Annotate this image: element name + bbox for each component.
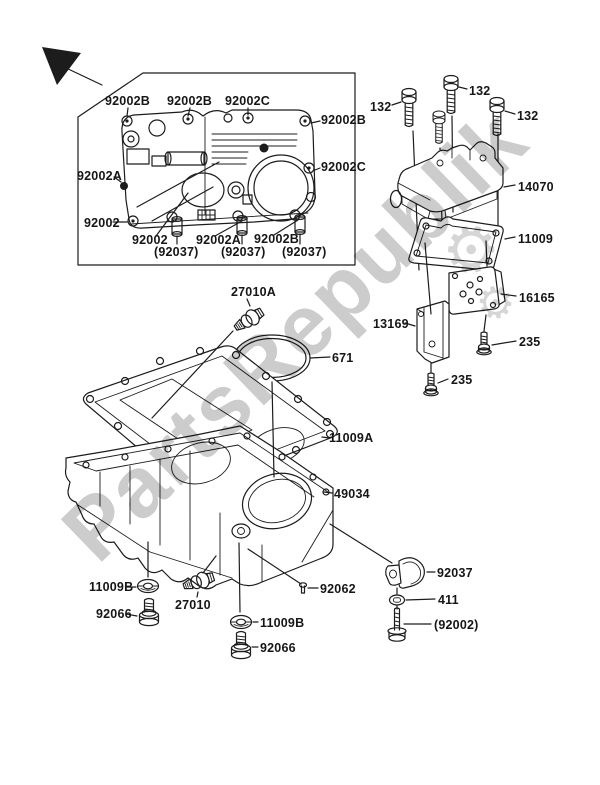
part-label-11009b-1: 11009B xyxy=(89,580,134,594)
bolt-92002-drawing xyxy=(387,607,407,642)
part-label-92037-3: (92037) xyxy=(282,245,327,259)
part-label-411: 411 xyxy=(438,593,459,607)
breather-cover-drawing xyxy=(112,107,321,245)
oil-pan-49034-drawing xyxy=(64,425,334,590)
label-leader-ticks xyxy=(125,86,517,648)
part-label-14070: 14070 xyxy=(518,180,554,194)
breather-gasket-11009-drawing xyxy=(408,216,504,271)
part-label-132-1: 132 xyxy=(370,100,392,114)
part-label-671: 671 xyxy=(332,351,354,365)
part-label-92002-2: 92002 xyxy=(132,233,168,247)
part-label-16165: 16165 xyxy=(519,291,555,305)
part-label-11009: 11009 xyxy=(518,232,554,246)
breather-valve-16165-drawing xyxy=(448,266,506,315)
part-label-13169: 13169 xyxy=(373,317,409,331)
part-label-92062: 92062 xyxy=(320,582,356,596)
part-label-235-2: 235 xyxy=(451,373,473,387)
washer-11009b-center-drawing xyxy=(229,614,253,630)
part-label-92002c-1: 92002C xyxy=(225,94,270,108)
inset-leader-lines xyxy=(112,107,321,245)
part-label-92002b-2: 92002B xyxy=(167,94,212,108)
part-label-11009a: 11009A xyxy=(329,431,374,445)
washer-411-drawing xyxy=(388,594,406,606)
plug-92066-left-drawing xyxy=(138,597,160,627)
part-label-92002b-1: 92002B xyxy=(105,94,150,108)
part-label-27010: 27010 xyxy=(175,598,211,612)
part-label-92002a-1: 92002A xyxy=(77,169,122,183)
clutch-opening-circle xyxy=(247,154,315,222)
bracket-13169-drawing xyxy=(416,300,450,364)
part-label-92002b-4: 92002B xyxy=(254,232,299,246)
part-label-92002a-2: 92002A xyxy=(196,233,241,247)
assembly-lines xyxy=(147,298,398,613)
part-label-92002b-3: 92002B xyxy=(321,113,366,127)
washer-11009b-left-drawing xyxy=(136,578,160,594)
part-label-235-1: 235 xyxy=(519,335,541,349)
part-label-92037-2: (92037) xyxy=(221,245,266,259)
part-label-92066-2: 92066 xyxy=(260,641,296,655)
part-label-92002c-2: 92002C xyxy=(321,160,366,174)
part-label-27010a: 27010A xyxy=(231,285,276,299)
part-label-11009b-2: 11009B xyxy=(260,616,305,630)
inset-box xyxy=(77,72,356,266)
oil-pressure-switch-27010a-drawing xyxy=(230,304,267,336)
direction-arrow-icon xyxy=(42,47,103,86)
plug-92066-center-drawing xyxy=(230,630,252,660)
part-label-92066-1: 92066 xyxy=(96,607,132,621)
screw-92062-drawing xyxy=(298,582,308,594)
right-column-connector-lines xyxy=(424,240,488,373)
part-label-92037-1: (92037) xyxy=(154,245,199,259)
part-label-92037-4: 92037 xyxy=(437,566,473,580)
breather-body-14070-drawing xyxy=(389,141,504,220)
part-label-92002-1: 92002 xyxy=(84,216,120,230)
part-label-132-2: 132 xyxy=(469,84,491,98)
part-label-132-3: 132 xyxy=(517,109,539,123)
clamp-92037-drawing xyxy=(385,557,425,589)
part-label-92002-b: (92002) xyxy=(434,618,479,632)
part-label-49034: 49034 xyxy=(334,487,370,501)
